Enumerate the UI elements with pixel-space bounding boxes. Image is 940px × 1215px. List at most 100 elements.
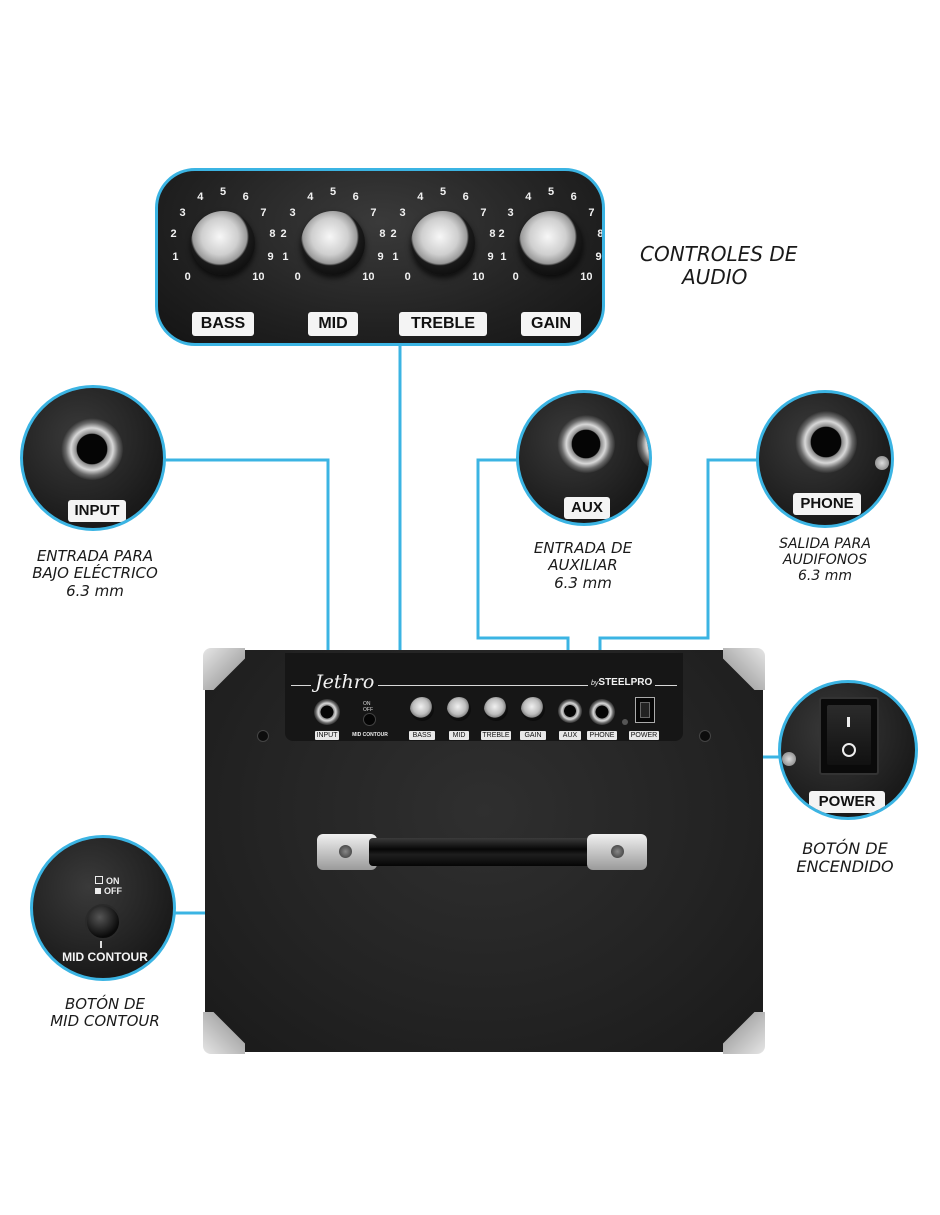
knob-scale-number: 0	[294, 271, 301, 284]
maker-logo: bySTEELPRO	[588, 677, 656, 688]
on-label: ON	[363, 701, 371, 707]
input-callout-circle: INPUT	[20, 385, 166, 531]
knob-scale-number: 4	[197, 191, 204, 204]
knob-scale-number: 9	[377, 251, 384, 264]
mid-contour-callout-circle: ON OFF MID CONTOUR	[30, 835, 176, 981]
panel-tag-phone: PHONE	[587, 731, 617, 740]
aux-jack[interactable]	[558, 699, 582, 723]
knob-scale-number: 9	[267, 251, 274, 264]
knob-scale-number: 5	[439, 186, 447, 198]
amp-control-panel: Jethro bySTEELPRO ON OFF INPUT MID CONTO…	[285, 653, 683, 741]
knob-scale-number: 5	[329, 186, 337, 198]
screw-icon	[257, 730, 269, 742]
mid-contour-button[interactable]	[363, 713, 376, 726]
knob-scale-number: 6	[352, 191, 359, 204]
input-tag: INPUT	[68, 500, 126, 522]
input-jack[interactable]	[314, 699, 340, 725]
knob-dial-icon	[191, 211, 255, 275]
knob-scale-number: 8	[379, 228, 386, 241]
on-label: ON	[106, 876, 120, 886]
knob-scale-number: 0	[404, 271, 411, 284]
knob-scale-number: 8	[597, 228, 604, 241]
knob-scale-number: 3	[289, 206, 296, 219]
handle-bracket	[587, 834, 647, 870]
knob-scale-number: 1	[392, 251, 399, 264]
off-label: OFF	[104, 886, 122, 896]
on-off-legend: ON OFF	[95, 876, 122, 896]
knob-scale-number: 2	[170, 228, 177, 241]
caption-line: CONTROLES DE	[640, 242, 798, 266]
brand-logo: Jethro	[311, 671, 379, 693]
knob-scale-number: 9	[595, 251, 602, 264]
phone-jack[interactable]	[589, 699, 615, 725]
knob-scale-number: 7	[480, 206, 487, 219]
knob-label: MID	[308, 312, 358, 336]
knob-scale-number: 7	[370, 206, 377, 219]
panel-brand-line	[291, 685, 677, 686]
power-led	[622, 719, 628, 725]
knob-scale-number: 8	[269, 228, 276, 241]
caption-line: AUDIFONOS	[782, 552, 868, 569]
caption-line: AUXILIAR	[548, 556, 618, 575]
screw-icon	[782, 752, 796, 766]
knob-label: GAIN	[521, 312, 581, 336]
knob-label: BASS	[192, 312, 254, 336]
handle-bracket	[317, 834, 377, 870]
mid-contour-legend: ON OFF	[363, 701, 373, 713]
knob-scale-number: 10	[362, 271, 375, 284]
input-caption: ENTRADA PARA BAJO ELÉCTRICO 6.3 mm	[10, 547, 180, 600]
bass-knob[interactable]	[410, 697, 434, 721]
panel-tag-gain: GAIN	[520, 731, 546, 740]
knob-scale-number: 6	[570, 191, 577, 204]
amplifier-cabinet: Jethro bySTEELPRO ON OFF INPUT MID CONTO…	[203, 648, 765, 1054]
carry-handle[interactable]	[317, 832, 647, 872]
panel-tag-mid-contour: MID CONTOUR	[352, 732, 388, 738]
panel-tag-bass: BASS	[409, 731, 435, 740]
knob-scale-number: 9	[487, 251, 494, 264]
knob-scale-number: 10	[472, 271, 485, 284]
caption-line: 6.3 mm	[66, 581, 124, 600]
mid-knob[interactable]	[447, 697, 471, 721]
corner-protector	[203, 1012, 245, 1054]
adjacent-jack-icon	[637, 415, 649, 473]
power-switch-icon	[819, 697, 879, 775]
maker-label: STEELPRO	[598, 677, 653, 688]
knob-dial-icon	[301, 211, 365, 275]
treble-knob[interactable]	[484, 697, 508, 721]
knob-scale-number: 6	[242, 191, 249, 204]
knob-scale-number: 6	[462, 191, 469, 204]
knob-scale-number: 10	[580, 271, 593, 284]
knob-scale-number: 5	[547, 186, 555, 198]
audio-controls-caption: CONTROLES DE AUDIO	[628, 243, 888, 289]
knob-label: TREBLE	[399, 312, 487, 336]
caption-line: AUDIO	[682, 265, 748, 289]
power-tag: POWER	[809, 791, 885, 813]
knob-scale-number: 7	[588, 206, 595, 219]
panel-tag-mid: MID	[449, 731, 469, 740]
panel-tag-treble: TREBLE	[481, 731, 511, 740]
screw-icon	[699, 730, 711, 742]
screw-icon	[339, 845, 352, 858]
corner-protector	[723, 648, 765, 690]
phone-callout-circle: PHONE	[756, 390, 894, 528]
knob-scale-number: 1	[282, 251, 289, 264]
caption-line: 6.3 mm	[798, 568, 852, 585]
phone-tag: PHONE	[793, 493, 861, 515]
knob-scale-number: 2	[280, 228, 287, 241]
caption-line: 6.3 mm	[554, 573, 612, 592]
aux-tag: AUX	[564, 497, 610, 519]
aux-caption: ENTRADA DE AUXILIAR 6.3 mm	[508, 539, 658, 592]
knob-dial-icon	[519, 211, 583, 275]
knob-scale-number: 5	[219, 186, 227, 198]
knob-dial-icon	[411, 211, 475, 275]
knob-scale-number: 0	[512, 271, 519, 284]
knob-scale-number: 0	[184, 271, 191, 284]
caption-line: ENTRADA DE	[533, 539, 633, 557]
power-caption: BOTÓN DE ENCENDIDO	[780, 839, 910, 877]
off-label: OFF	[363, 707, 373, 713]
knob-scale-number: 2	[498, 228, 505, 241]
gain-knob[interactable]	[521, 697, 545, 721]
power-switch[interactable]	[635, 697, 655, 723]
corner-protector	[723, 1012, 765, 1054]
screw-icon	[611, 845, 624, 858]
